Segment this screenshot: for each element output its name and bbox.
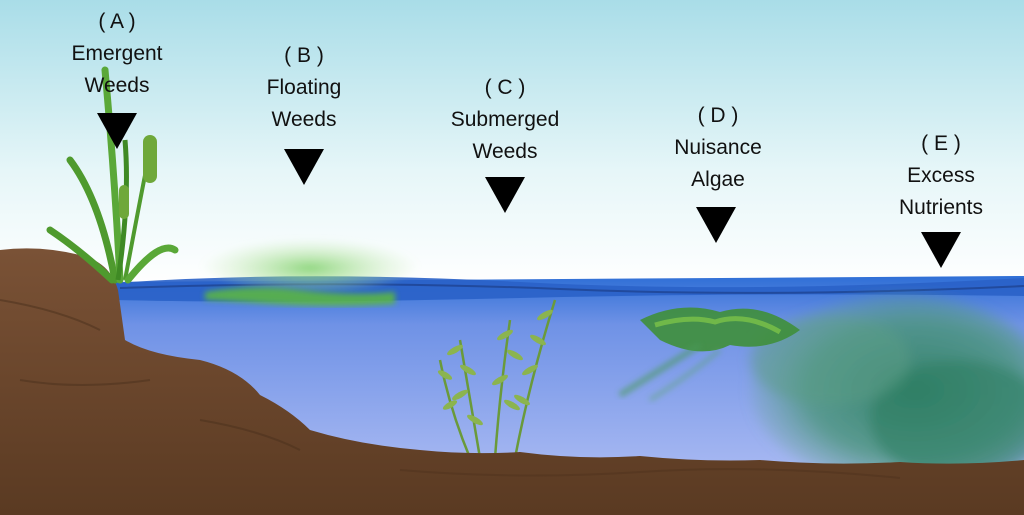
soil-bank — [0, 248, 1024, 515]
label-submerged-weeds: ( C ) Submerged Weeds — [450, 76, 560, 163]
floating-weeds — [200, 232, 420, 306]
cattail-head — [143, 135, 157, 183]
label-emergent-weeds: ( A ) Emergent Weeds — [71, 10, 163, 97]
arrow-nuisance-algae — [696, 207, 736, 243]
sky — [0, 0, 1024, 285]
excess-nutrients-cloud — [750, 295, 1024, 485]
label-floating-weeds: ( B ) Floating Weeds — [266, 44, 342, 131]
arrow-excess-nutrients — [921, 232, 961, 268]
arrow-submerged-weeds — [485, 177, 525, 213]
nuisance-algae — [618, 307, 800, 402]
arrow-floating-weeds — [284, 149, 324, 185]
arrow-emergent-weeds — [97, 113, 137, 149]
label-excess-nutrients: ( E ) Excess Nutrients — [898, 132, 984, 219]
emergent-weeds — [46, 66, 179, 284]
label-nuisance-algae: ( D ) Nuisance Algae — [674, 104, 762, 191]
submerged-weed-leaves — [437, 309, 553, 426]
